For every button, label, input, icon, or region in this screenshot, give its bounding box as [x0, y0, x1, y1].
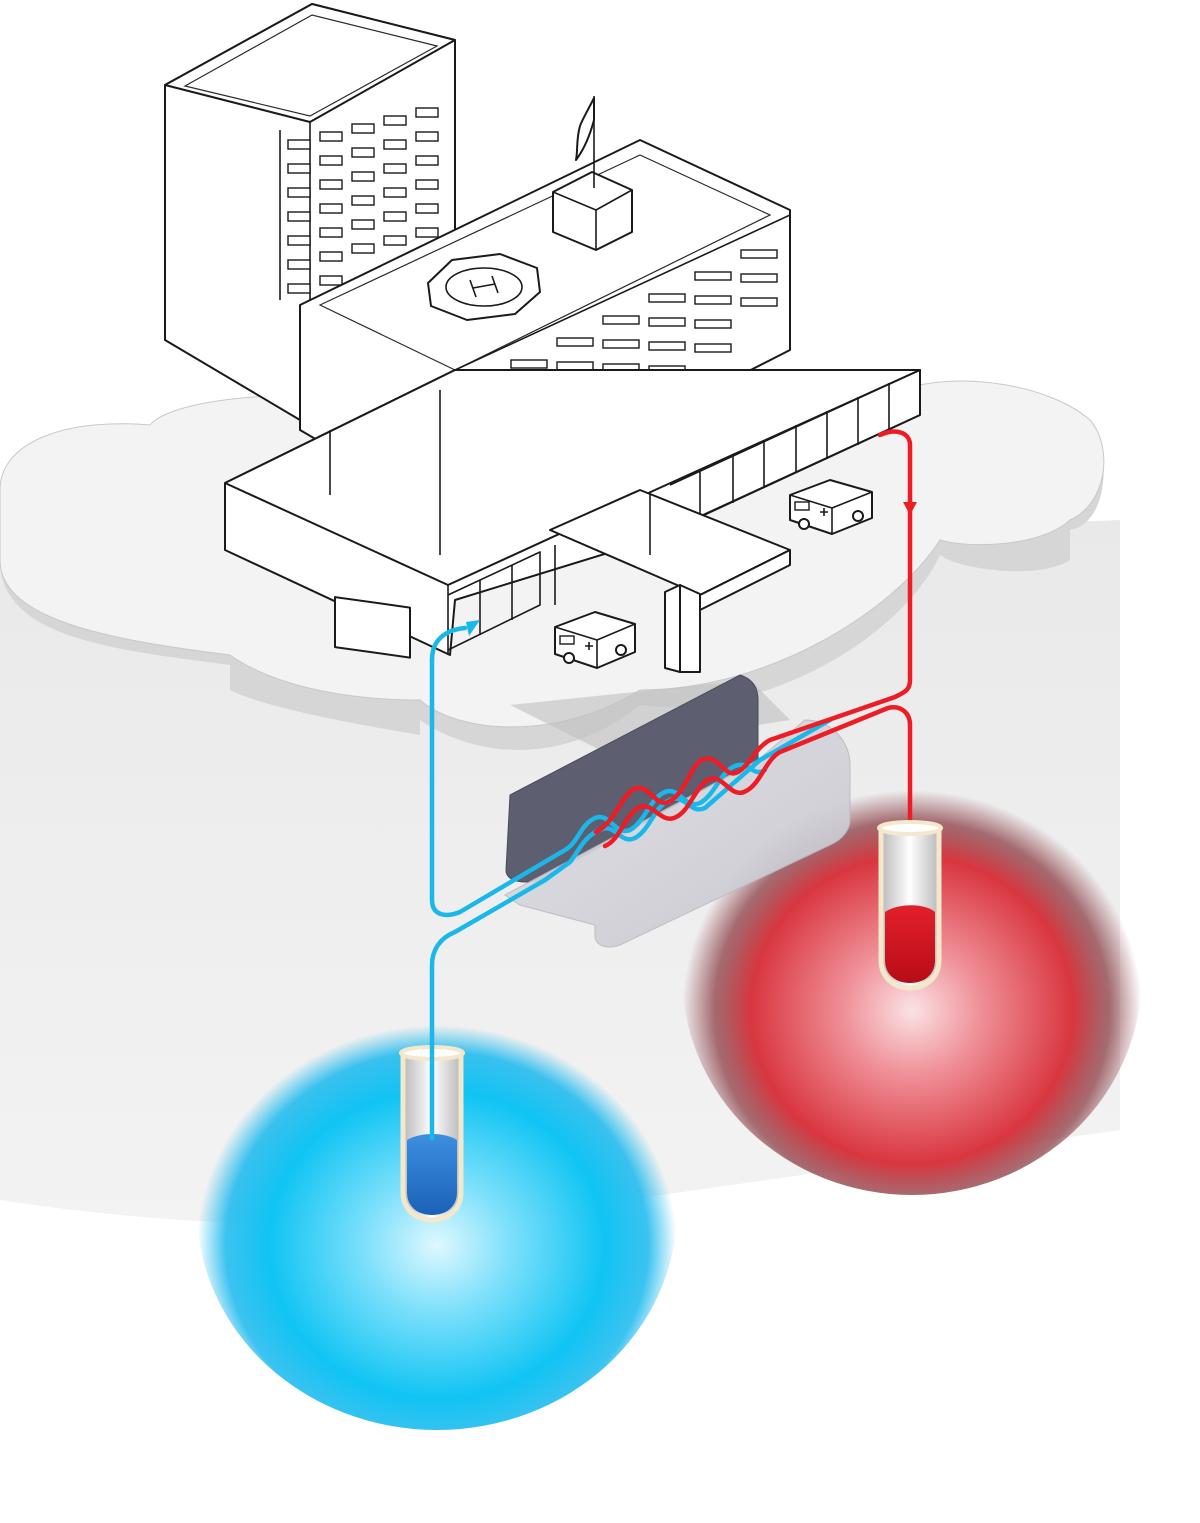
cold-arrow-icon	[466, 620, 480, 636]
helipad-icon	[427, 253, 541, 321]
test-tube-icon	[399, 1045, 465, 1223]
hot-arrow-icon	[903, 502, 917, 515]
tower-windows	[287, 107, 439, 294]
hot-loop-pipe	[593, 429, 913, 858]
cold-loop-pipe	[429, 625, 833, 1133]
exchanger-front	[504, 719, 851, 948]
hospital-building-icon	[164, 3, 921, 673]
glass-facade	[447, 369, 921, 651]
test-tube-icon	[877, 820, 943, 991]
flag-icon	[575, 96, 595, 188]
rooftop-unit	[552, 171, 633, 251]
lower-wing	[224, 369, 921, 673]
ambulance-icon	[554, 611, 636, 669]
entrance-canopy	[549, 489, 791, 673]
ambulance-icon	[789, 479, 873, 535]
